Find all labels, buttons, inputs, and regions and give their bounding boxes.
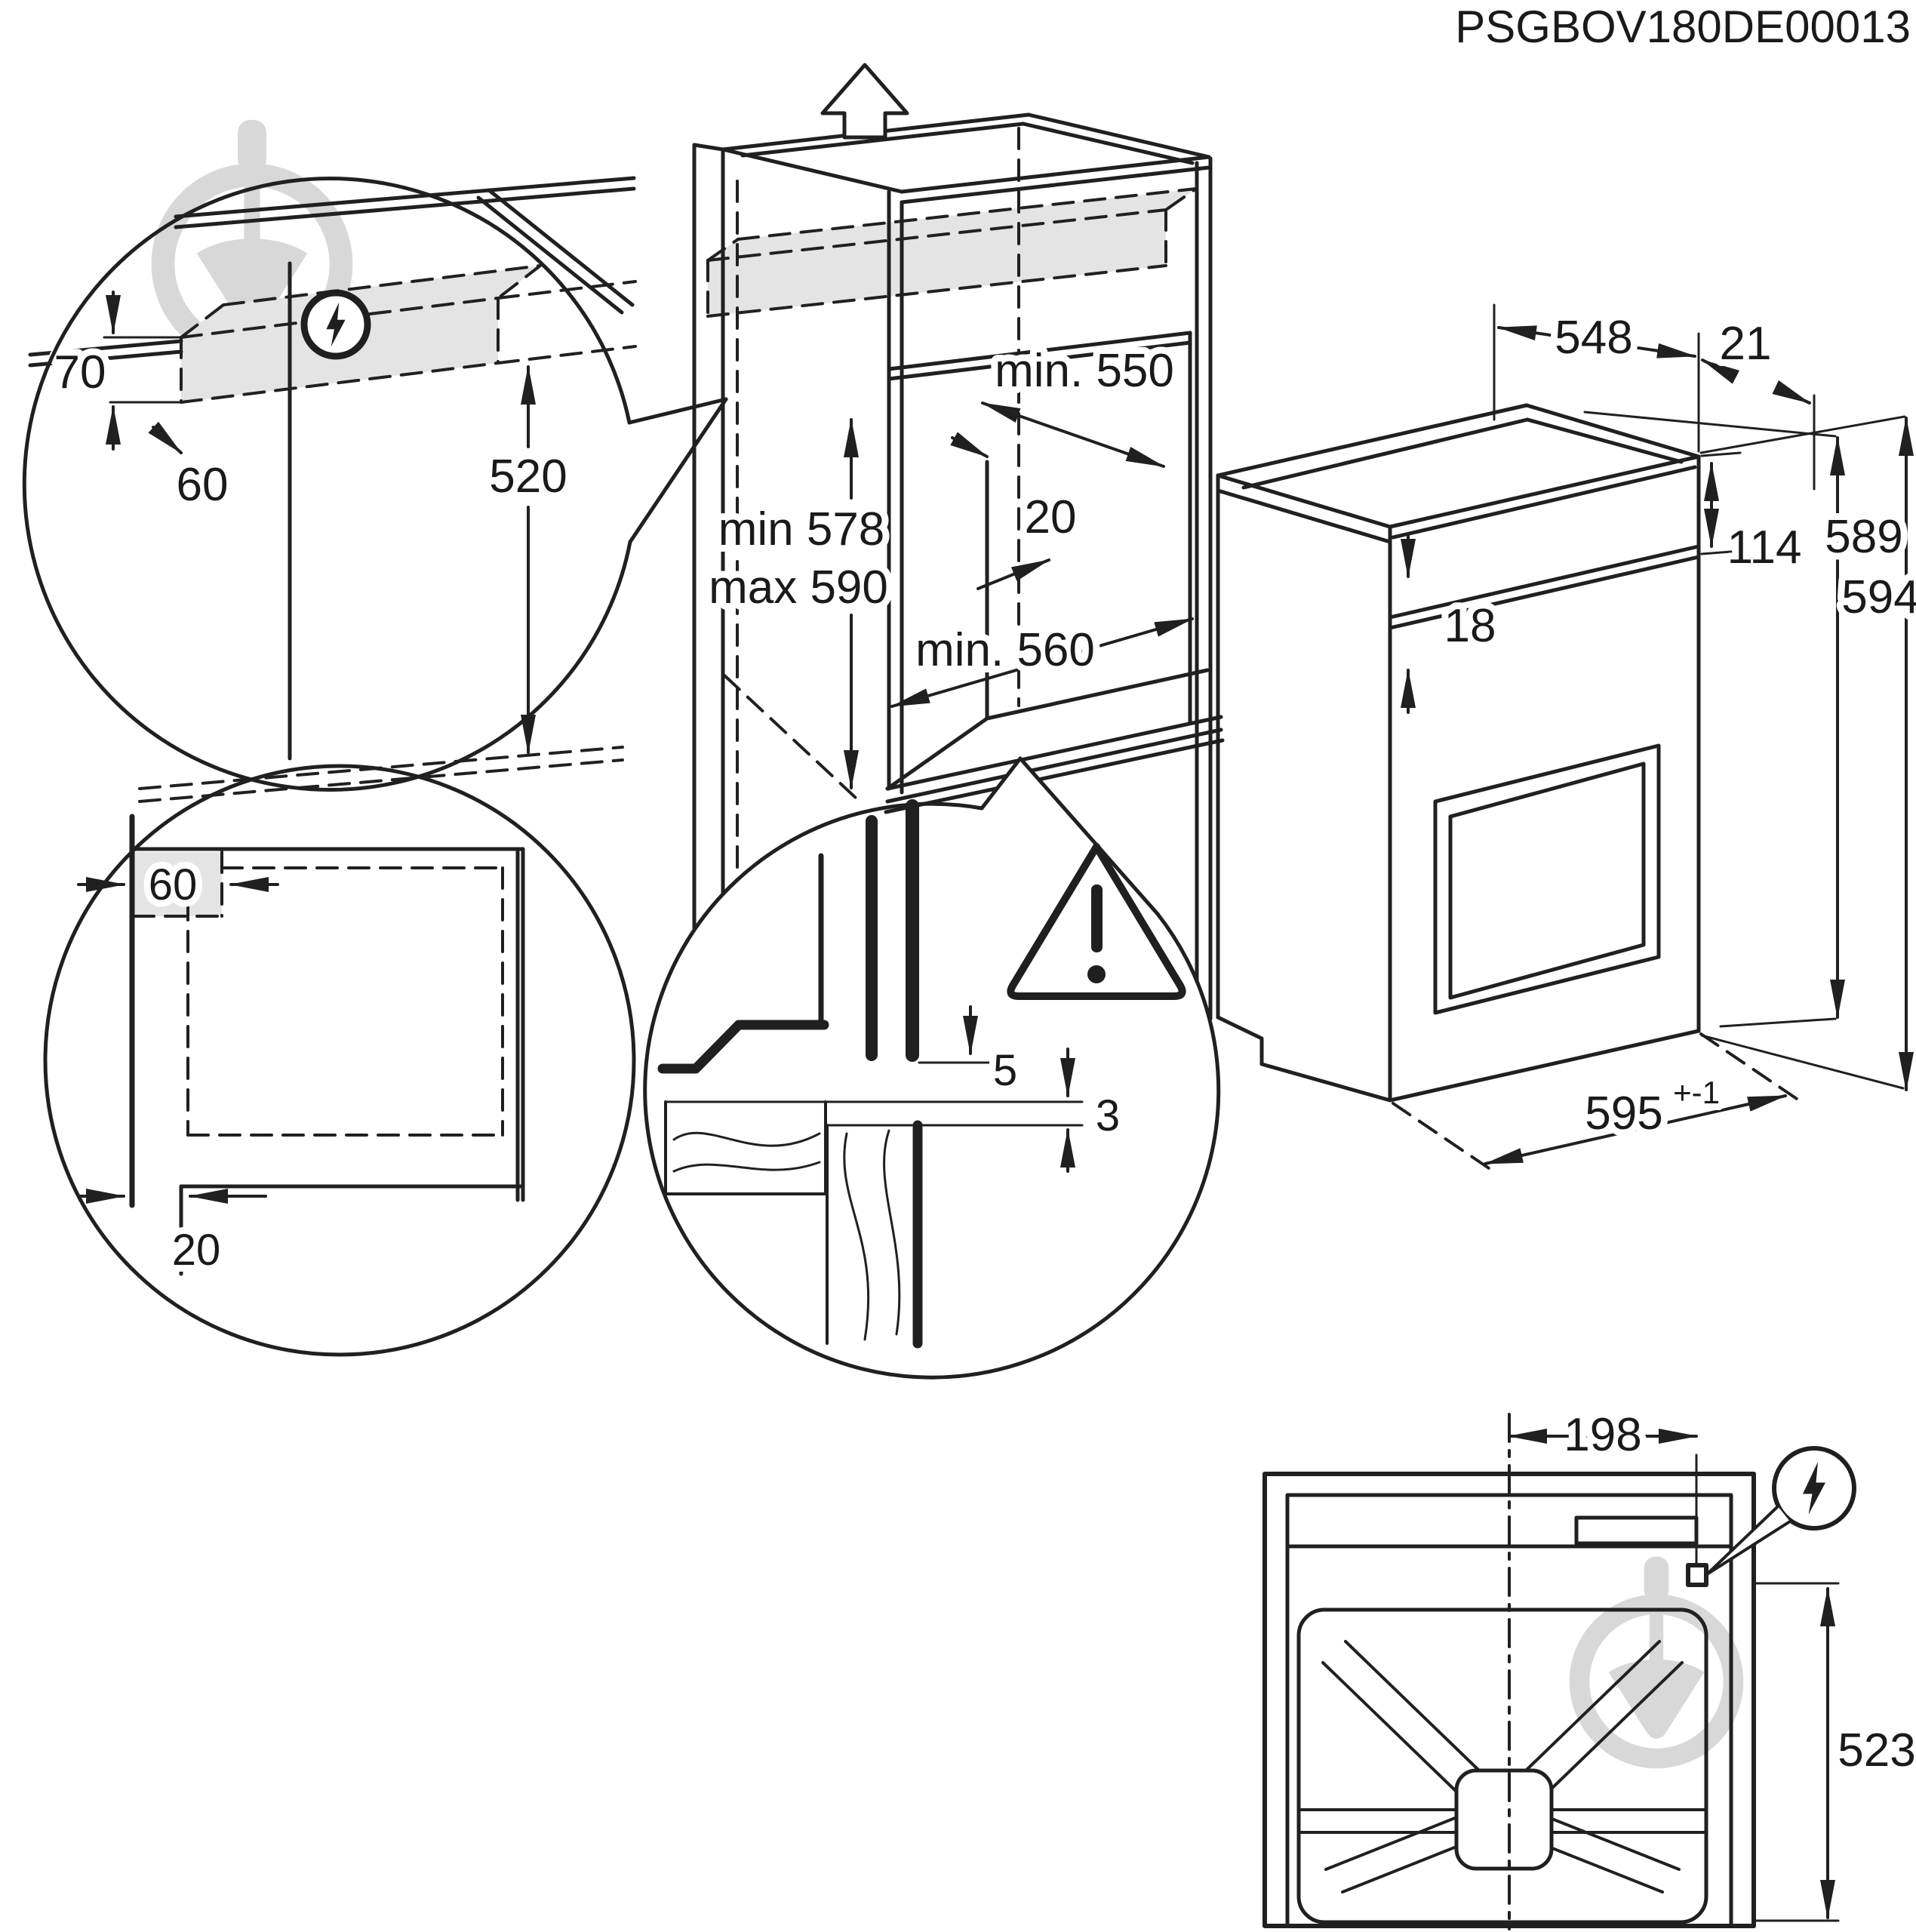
detail-circle-outline xyxy=(22,177,632,792)
mounting-detail-circle: 5 3 xyxy=(643,799,1221,1380)
oven-extension-lines xyxy=(1493,303,1906,1090)
section-profile xyxy=(657,799,919,1074)
brace-center-pad xyxy=(1454,1768,1554,1871)
dim-70: 70 xyxy=(54,346,106,398)
dim-18: 18 xyxy=(1444,600,1496,652)
dim-20-cabinet: 20 xyxy=(1025,491,1077,543)
plan-solid-lines xyxy=(129,814,525,1276)
dim-520: 520 xyxy=(489,451,567,503)
dim-5: 5 xyxy=(993,1046,1017,1095)
cabinet-outline xyxy=(692,112,1225,1021)
back-view-ext-lines xyxy=(1695,1454,1840,1922)
plan-dim-arrows xyxy=(77,877,279,1204)
dim-594: 594 xyxy=(1841,571,1916,623)
dim-min-560: min. 560 xyxy=(915,624,1095,676)
dim-min-550: min. 550 xyxy=(995,345,1174,397)
top-detail-circle: 70 60 520 xyxy=(22,176,728,803)
section-circle-outline xyxy=(643,801,1221,1380)
oven-dim-arrows xyxy=(1401,325,1914,1165)
dim-arrows-top-detail xyxy=(106,291,536,754)
warning-icon xyxy=(1007,843,1186,1000)
plan-shaded-inset xyxy=(134,852,222,916)
dim-589: 589 xyxy=(1825,511,1902,563)
dim-595: 595 xyxy=(1585,1088,1662,1140)
lightning-wedge xyxy=(1705,1505,1791,1576)
back-view-drawing: 198 523 xyxy=(1262,1402,1916,1930)
dim-min-578: min 578 xyxy=(718,503,885,555)
dim-523: 523 xyxy=(1838,1724,1915,1777)
page-title: PSGBOV180DE00013 xyxy=(1455,2,1911,52)
section-wedge xyxy=(980,756,1160,916)
dim-21: 21 xyxy=(1720,318,1772,370)
wood-grain xyxy=(672,1129,901,1341)
oven-dashed-refs xyxy=(1392,1032,1801,1171)
lightning-wedge-mask xyxy=(1707,1506,1790,1574)
up-arrow-icon xyxy=(820,63,909,140)
back-view-dim-arrows xyxy=(1508,1429,1835,1919)
dim-3: 3 xyxy=(1096,1091,1120,1140)
detail-cabinet-lines xyxy=(28,176,636,761)
dim-114: 114 xyxy=(1727,521,1802,574)
section-dim-arrows xyxy=(963,1005,1075,1173)
cabinet-dim-arrows xyxy=(844,401,1194,789)
dim-60-plan: 60 xyxy=(149,860,198,909)
oven-dimension-drawing: 548 21 18 114 589 594 595 +-1 xyxy=(1216,303,1916,1171)
section-gap-lines xyxy=(664,1061,1084,1127)
callout-wedge xyxy=(627,397,728,544)
plan-dashed-outline xyxy=(132,851,504,1137)
strip-top-face xyxy=(708,189,1196,260)
dim-60-top: 60 xyxy=(177,459,229,511)
dim-70-ref-lines xyxy=(103,336,183,404)
dim-595-tolerance: +-1 xyxy=(1673,1075,1720,1110)
mains-connector xyxy=(1686,1563,1708,1587)
dim-548: 548 xyxy=(1555,312,1632,364)
oven-outline xyxy=(1216,403,1701,1103)
plan-circle-outline xyxy=(43,764,636,1357)
lightning-icon xyxy=(300,289,371,360)
strip-front-face xyxy=(708,210,1166,316)
dim-198: 198 xyxy=(1564,1409,1641,1461)
dim-20-plan: 20 xyxy=(172,1226,221,1275)
dim-max-590: max 590 xyxy=(709,561,888,614)
wood-boards xyxy=(664,1100,923,1349)
plan-detail-circle: 60 20 xyxy=(43,764,636,1357)
cabinet-niche-drawing: min. 550 20 min 578 max 590 min. 560 xyxy=(692,63,1225,1021)
